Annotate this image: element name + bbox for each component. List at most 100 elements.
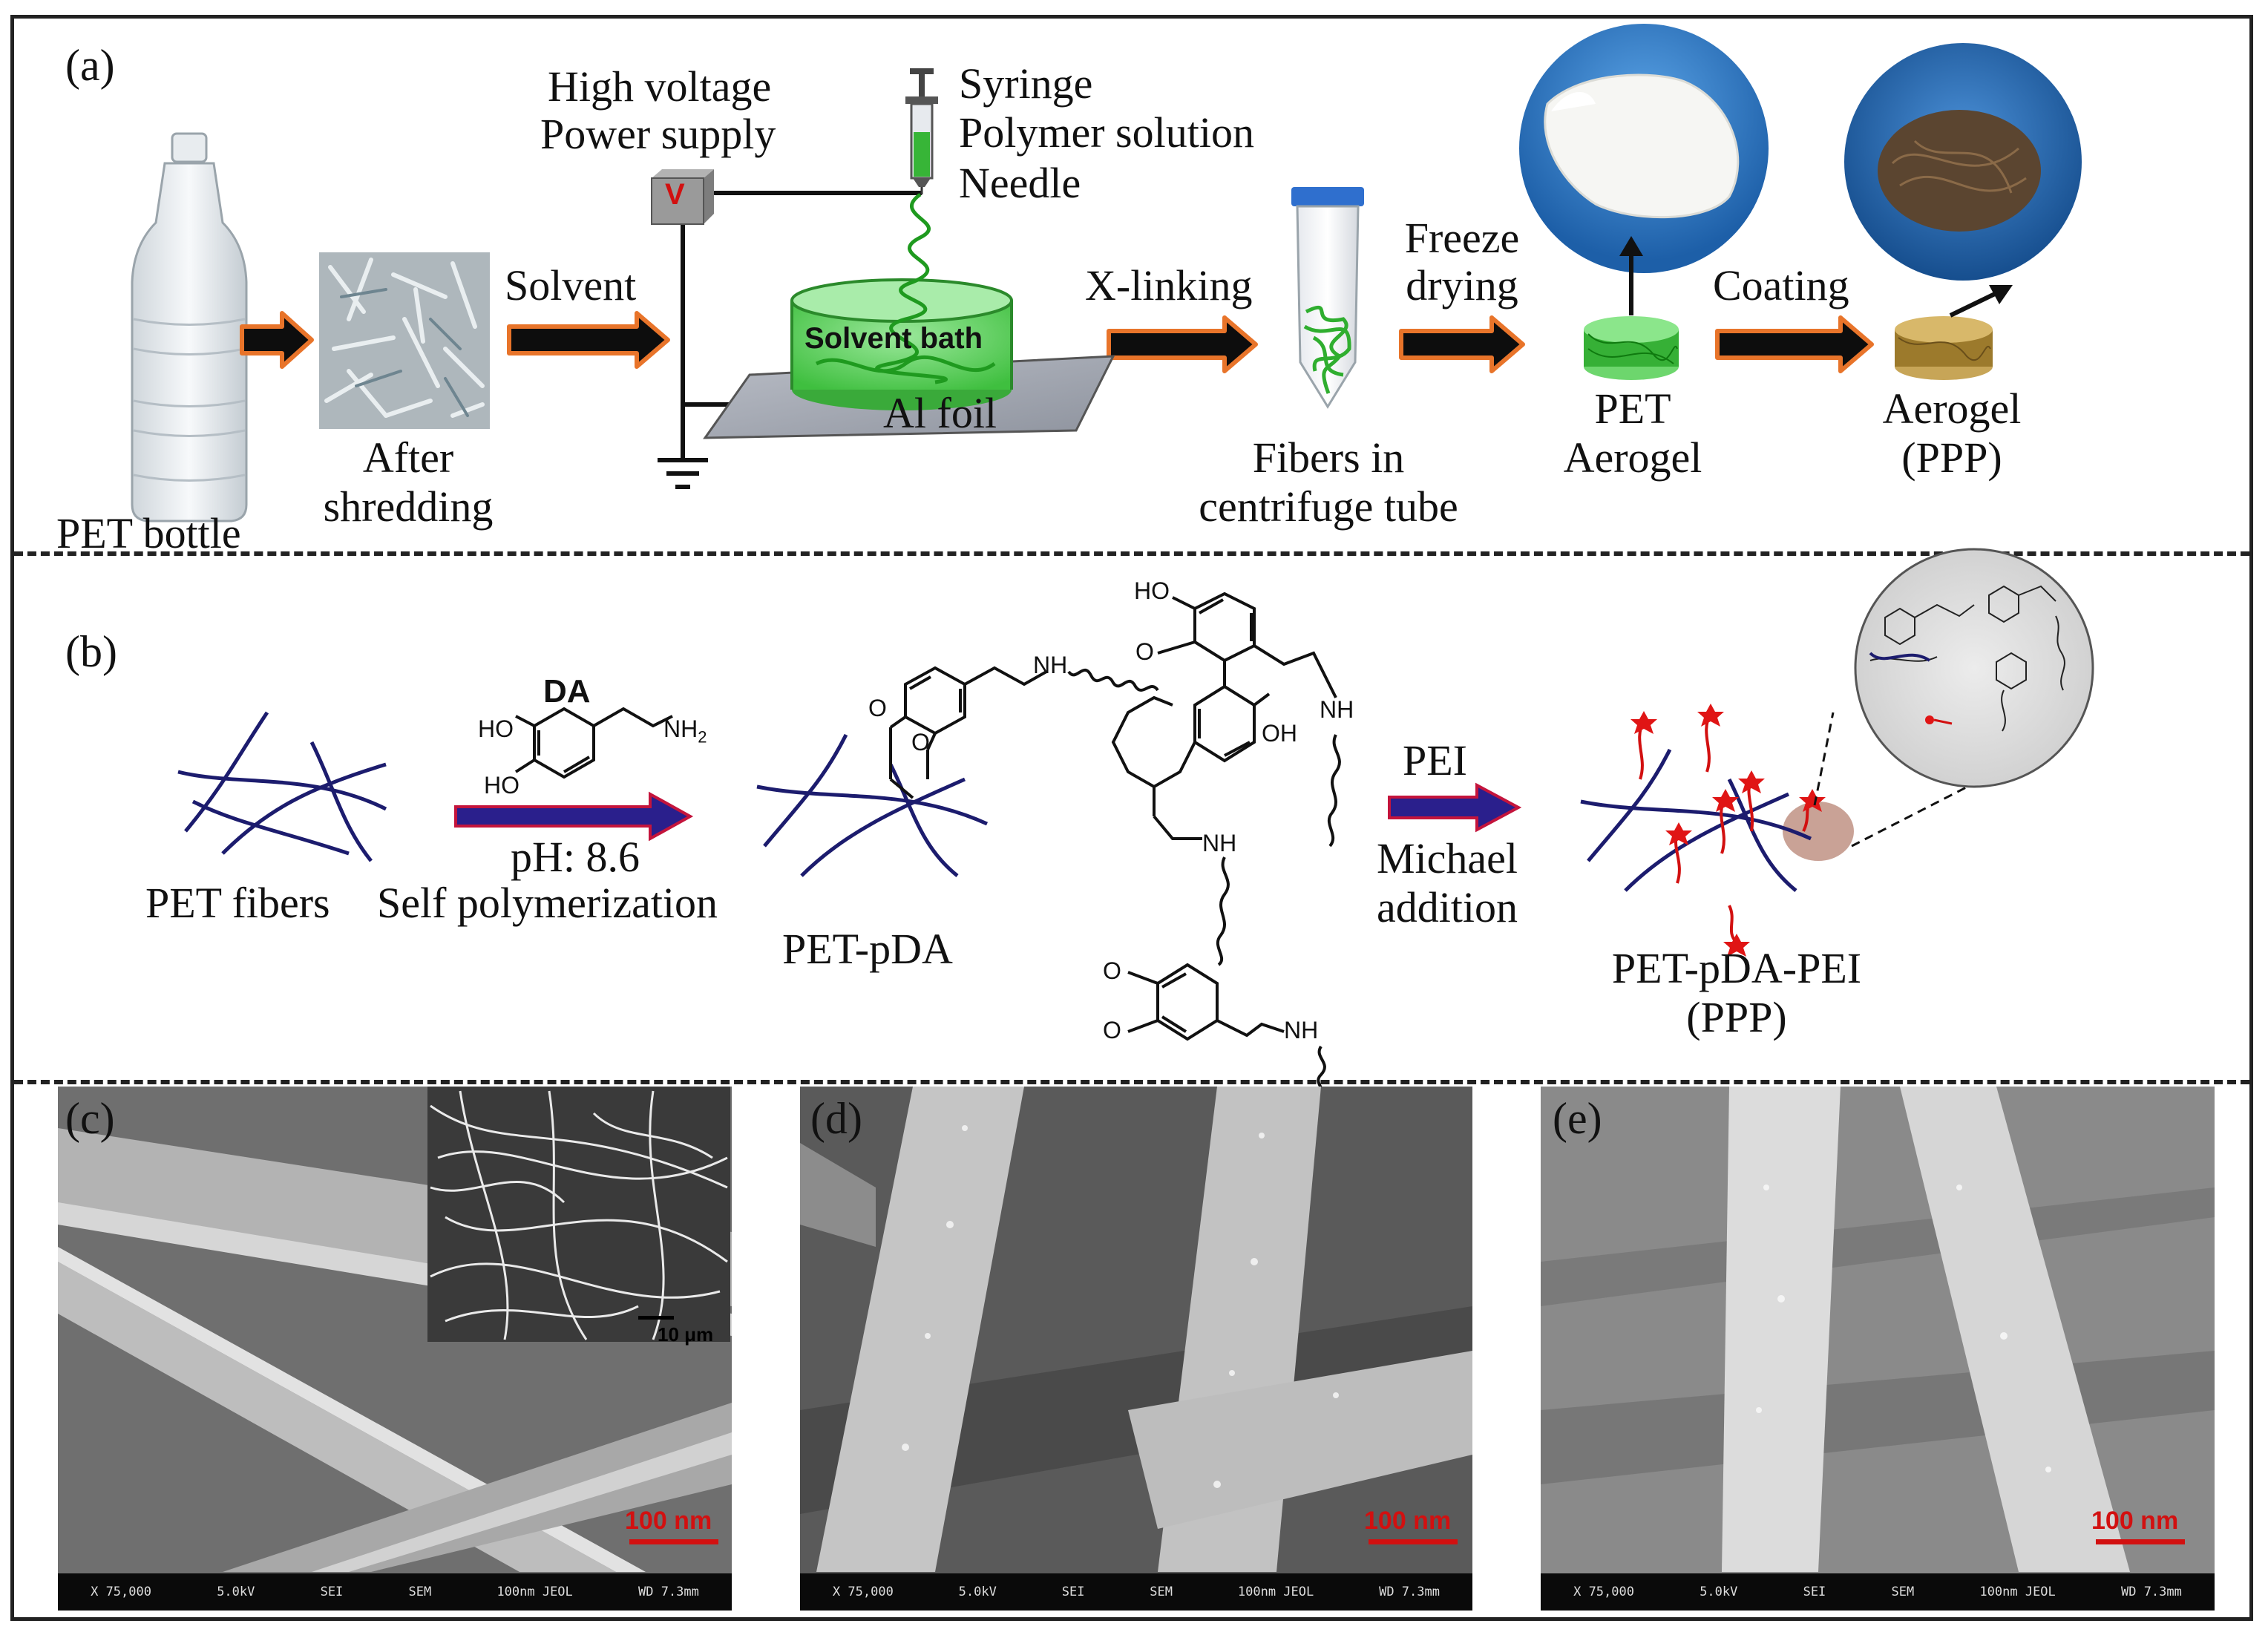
ph-label: pH: 8.6 [511, 833, 640, 881]
ho-label-1: HO [478, 715, 514, 742]
high-voltage-label: High voltage [548, 62, 772, 111]
divider-a-b [14, 551, 2249, 556]
dopamine-structure [514, 707, 673, 779]
scale-bar-c [629, 1539, 718, 1544]
o-label-top: O [1135, 638, 1154, 665]
pet-pda-pei-label: PET-pDA-PEI [1611, 944, 1862, 992]
sem-info-d-0: X 75,000 [832, 1585, 894, 1599]
inset-scale-label: 10 μm [658, 1323, 714, 1346]
arrow-freeze-drying [1399, 315, 1525, 373]
panel-label-a: (a) [65, 41, 115, 90]
pet-aerogel-label-1: PET [1594, 384, 1671, 433]
sem-info-c-3: SEM [408, 1585, 432, 1599]
drying-label: drying [1406, 261, 1518, 309]
sem-info-c-1: 5.0kV [217, 1585, 255, 1599]
pet-bottle-label: PET bottle [56, 509, 241, 557]
arrow-bottle-to-shred [240, 311, 314, 369]
sem-info-d-4: 100nm JEOL [1237, 1585, 1314, 1599]
o-label-ring-1: O [868, 695, 887, 721]
shredded-pet-image [319, 252, 490, 429]
divider-b-cde [14, 1080, 2249, 1084]
scale-label-c: 100 nm [625, 1507, 712, 1535]
scale-label-e: 100 nm [2091, 1507, 2179, 1535]
pet-aerogel-cylinder [1584, 316, 1679, 380]
pet-fibers-label: PET fibers [145, 879, 330, 927]
centrifuge-tube-label: centrifuge tube [1199, 482, 1458, 531]
aerogel-ppp-label-2: (PPP) [1901, 433, 2002, 482]
needle-label: Needle [959, 159, 1081, 207]
scale-label-d: 100 nm [1364, 1507, 1452, 1535]
pei-label: PEI [1403, 736, 1467, 784]
ppp-fibers [1580, 704, 1854, 957]
self-polymerization-arrow [454, 791, 694, 842]
pet-aerogel-photo [1519, 24, 1769, 273]
pei-arrow [1388, 782, 1522, 833]
power-supply-label: Power supply [540, 110, 776, 158]
sem-info-e-1: 5.0kV [1700, 1585, 1738, 1599]
sem-image-e [1541, 1087, 2215, 1611]
ho-label-2: HO [484, 772, 520, 799]
aerogel-ppp-label-1: Aerogel [1882, 384, 2022, 433]
scale-bar-e [2096, 1539, 2185, 1544]
panel-label-e: (e) [1553, 1094, 1602, 1143]
o-label-bottom-1: O [1103, 957, 1121, 984]
panel-label-d: (d) [810, 1094, 862, 1143]
arrow-solvent [507, 311, 670, 369]
nh-label-d: NH [1284, 1017, 1319, 1043]
solvent-bath-label: Solvent bath [804, 322, 983, 355]
panel-label-c: (c) [65, 1094, 115, 1143]
nh-label-a: NH [1033, 652, 1068, 678]
pet-bottle-image [131, 132, 248, 522]
ho-label-top: HO [1134, 577, 1170, 604]
nh-label-c: NH [1202, 830, 1237, 856]
syringe-label: Syringe [959, 59, 1093, 108]
sem-info-e-2: SEI [1803, 1585, 1826, 1599]
panel-label-b: (b) [65, 627, 117, 676]
after-shredding-label-1: After [362, 433, 454, 482]
sem-info-bar-e: X 75,000 5.0kV SEI SEM 100nm JEOL WD 7.3… [1541, 1572, 2215, 1611]
pet-pda-fibers [756, 733, 989, 877]
freeze-label: Freeze [1404, 214, 1520, 262]
arrow-x-linking [1107, 315, 1258, 373]
x-linking-label: X-linking [1085, 261, 1253, 309]
sem-info-d-3: SEM [1150, 1585, 1173, 1599]
pet-pda-label: PET-pDA [782, 925, 953, 973]
arrow-to-photo-2 [1949, 291, 1998, 318]
o-label-bottom-2: O [1103, 1017, 1121, 1043]
solvent-label: Solvent [505, 261, 637, 309]
ppp-label: (PPP) [1686, 993, 1787, 1041]
voltage-v-label: V [665, 178, 685, 211]
figure-frame [10, 15, 2253, 1621]
nh-label-b: NH [1320, 696, 1354, 723]
coating-label: Coating [1713, 261, 1849, 309]
self-polymerization-label: Self polymerization [377, 879, 718, 927]
sem-info-e-5: WD 7.3mm [2120, 1585, 2182, 1599]
process-arrows [240, 311, 1874, 373]
al-foil-label: Al foil [883, 389, 997, 437]
sem-info-d-1: 5.0kV [958, 1585, 997, 1599]
fibers-in-label: Fibers in [1252, 433, 1405, 482]
electrospinning-setup [651, 68, 1115, 489]
sem-info-d-5: WD 7.3mm [1379, 1585, 1440, 1599]
polymer-solution-label: Polymer solution [959, 108, 1254, 157]
sem-info-bar-c: X 75,000 5.0kV SEI SEM 100nm JEOL WD 7.3… [58, 1572, 732, 1611]
sem-info-e-3: SEM [1891, 1585, 1915, 1599]
nh2-text: NH [663, 715, 698, 742]
pda-structure [889, 592, 1341, 1098]
michael-label: Michael [1376, 834, 1518, 882]
centrifuge-tube-image [1291, 187, 1364, 409]
arrow-coating [1715, 315, 1874, 373]
sem-image-d [800, 1087, 1472, 1611]
sem-info-bar-d: X 75,000 5.0kV SEI SEM 100nm JEOL WD 7.3… [800, 1572, 1472, 1611]
scale-bar-d [1369, 1539, 1458, 1544]
sem-info-d-2: SEI [1061, 1585, 1085, 1599]
sem-info-c-4: 100nm JEOL [496, 1585, 573, 1599]
sem-info-e-4: 100nm JEOL [1979, 1585, 2056, 1599]
sem-info-c-2: SEI [320, 1585, 344, 1599]
zoom-circle [1813, 548, 2094, 848]
ppp-aerogel-cylinder [1895, 316, 1993, 380]
pet-fibers-network [177, 711, 387, 862]
addition-label: addition [1376, 883, 1518, 931]
sem-info-c-5: WD 7.3mm [638, 1585, 699, 1599]
